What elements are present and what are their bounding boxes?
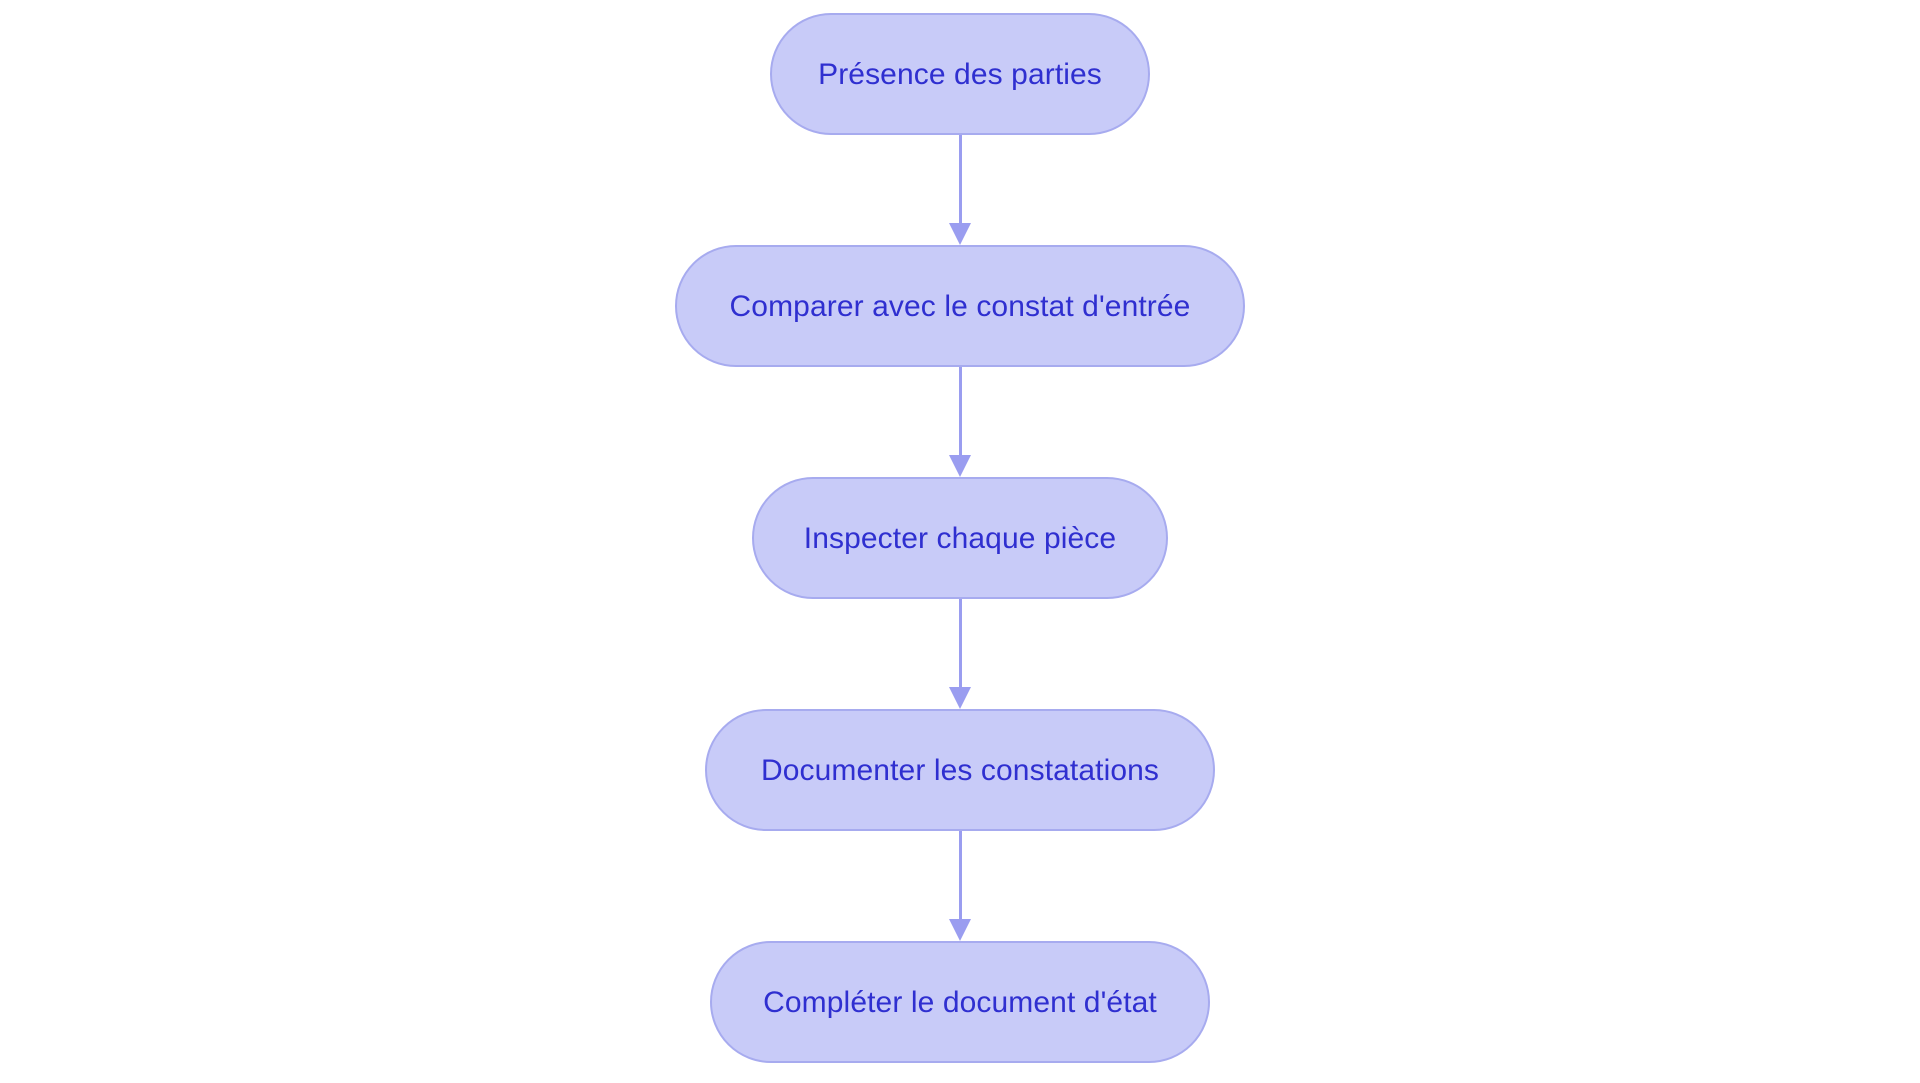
arrowhead-down-icon [949,919,971,941]
arrowhead-down-icon [949,687,971,709]
flow-node-label: Présence des parties [818,57,1102,91]
flow-node-presence-des-parties[interactable]: Présence des parties [770,13,1150,135]
arrowhead-down-icon [949,455,971,477]
edge-line [958,831,962,923]
flow-node-comparer-avec-le-constat-dentree[interactable]: Comparer avec le constat d'entrée [675,245,1245,367]
flow-node-documenter-les-constatations[interactable]: Documenter les constatations [705,709,1215,831]
flow-node-label: Inspecter chaque pièce [803,521,1117,555]
flow-node-completer-le-document-detat[interactable]: Compléter le document d'état [710,941,1210,1063]
arrowhead-down-icon [949,223,971,245]
edge-line [958,135,962,227]
flow-node-inspecter-chaque-piece[interactable]: Inspecter chaque pièce [752,477,1168,599]
edge-line [958,367,962,459]
flow-edge-n2-n3 [948,367,972,477]
flow-edge-n1-n2 [948,135,972,245]
edge-line [958,599,962,691]
flow-node-label: Documenter les constatations [761,753,1159,787]
flow-edge-n3-n4 [948,599,972,709]
flow-edge-n4-n5 [948,831,972,941]
flow-node-label: Comparer avec le constat d'entrée [729,289,1191,323]
flow-node-label: Compléter le document d'état [763,985,1157,1019]
